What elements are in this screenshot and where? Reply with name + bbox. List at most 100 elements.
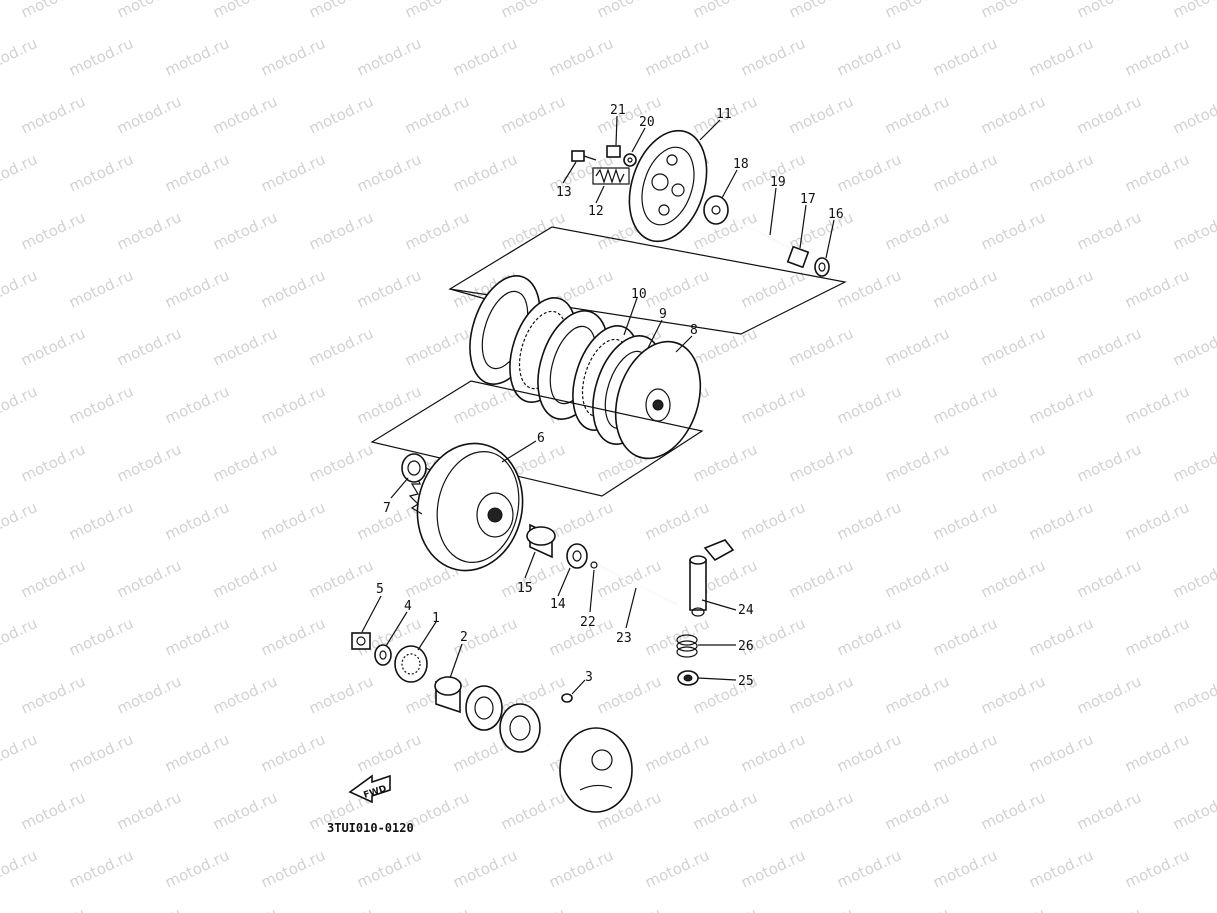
callout-6: 6 bbox=[537, 431, 545, 446]
callout-19: 19 bbox=[770, 175, 786, 190]
watermark-text: motod.ru bbox=[786, 440, 856, 485]
watermark-text: motod.ru bbox=[258, 498, 328, 543]
watermark-text: motod.ru bbox=[1170, 788, 1217, 833]
watermark-text: motod.ru bbox=[882, 92, 952, 137]
watermark-text: motod.ru bbox=[18, 440, 88, 485]
watermark-text: motod.ru bbox=[210, 788, 280, 833]
watermark-text: motod.ru bbox=[210, 208, 280, 253]
watermark-text: motod.ru bbox=[642, 498, 712, 543]
watermark-text: motod.ru bbox=[114, 324, 184, 369]
watermark-text: motod.ru bbox=[0, 382, 40, 427]
watermark-text: motod.ru bbox=[1170, 672, 1217, 717]
watermark-text: motod.ru bbox=[402, 0, 472, 22]
watermark-text: motod.ru bbox=[66, 498, 136, 543]
watermark-text: motod.ru bbox=[354, 730, 424, 775]
watermark-text: motod.ru bbox=[306, 208, 376, 253]
watermark-text: motod.ru bbox=[1026, 498, 1096, 543]
watermark-text: motod.ru bbox=[162, 266, 232, 311]
watermark-text: motod.ru bbox=[786, 672, 856, 717]
watermark-text: motod.ru bbox=[546, 34, 616, 79]
watermark-text: motod.ru bbox=[258, 846, 328, 891]
callout-9: 9 bbox=[659, 307, 667, 322]
watermark-text: motod.ru bbox=[498, 788, 568, 833]
watermark-text: motod.ru bbox=[978, 324, 1048, 369]
crankshaft bbox=[546, 727, 633, 813]
watermark-text: motod.ru bbox=[786, 556, 856, 601]
watermark-text: motod.ru bbox=[1026, 730, 1096, 775]
watermark-text: motod.ru bbox=[1170, 208, 1217, 253]
watermark-text: motod.ru bbox=[690, 904, 760, 913]
watermark-text: motod.ru bbox=[114, 904, 184, 913]
watermark-text: motod.ru bbox=[18, 0, 88, 22]
watermark-text: motod.ru bbox=[930, 266, 1000, 311]
watermark-text: motod.ru bbox=[18, 904, 88, 913]
watermark-text: motod.ru bbox=[1026, 150, 1096, 195]
bolt-13 bbox=[571, 150, 597, 162]
watermark-text: motod.ru bbox=[546, 498, 616, 543]
callout-20: 20 bbox=[639, 115, 655, 130]
bearing-1 bbox=[394, 645, 428, 683]
watermark-text: motod.ru bbox=[1074, 904, 1144, 913]
watermark-text: motod.ru bbox=[0, 614, 40, 659]
watermark-text: motod.ru bbox=[1122, 846, 1192, 891]
watermark-text: motod.ru bbox=[642, 266, 712, 311]
watermark-text: motod.ru bbox=[1026, 382, 1096, 427]
watermark-text: motod.ru bbox=[306, 672, 376, 717]
watermark-text: motod.ru bbox=[738, 730, 808, 775]
watermark-text: motod.ru bbox=[66, 34, 136, 79]
watermark-text: motod.ru bbox=[930, 614, 1000, 659]
collar-2 bbox=[434, 676, 462, 714]
watermark-text: motod.ru bbox=[498, 904, 568, 913]
watermark-text: motod.ru bbox=[354, 382, 424, 427]
watermark-text: motod.ru bbox=[882, 672, 952, 717]
callout-25: 25 bbox=[738, 674, 754, 689]
watermark-text: motod.ru bbox=[978, 556, 1048, 601]
watermark-text: motod.ru bbox=[1074, 92, 1144, 137]
watermark-text: motod.ru bbox=[66, 150, 136, 195]
watermark-text: motod.ru bbox=[1026, 266, 1096, 311]
watermark-text: motod.ru bbox=[498, 0, 568, 22]
callout-22: 22 bbox=[580, 615, 596, 630]
watermark-text: motod.ru bbox=[66, 730, 136, 775]
watermark-text: motod.ru bbox=[498, 556, 568, 601]
watermark-text: motod.ru bbox=[1074, 208, 1144, 253]
callout-24: 24 bbox=[738, 603, 754, 618]
callout-8: 8 bbox=[690, 323, 698, 338]
watermark-text: motod.ru bbox=[18, 208, 88, 253]
watermark-text: motod.ru bbox=[210, 324, 280, 369]
watermark-text: motod.ru bbox=[1122, 34, 1192, 79]
nut-17 bbox=[786, 245, 810, 269]
watermark-text: motod.ru bbox=[1170, 440, 1217, 485]
spring-26 bbox=[676, 634, 698, 658]
watermark-text: motod.ru bbox=[930, 382, 1000, 427]
watermark-text: motod.ru bbox=[1074, 0, 1144, 22]
watermark-text: motod.ru bbox=[450, 34, 520, 79]
friction-plate-10 bbox=[469, 275, 609, 420]
watermark-text: motod.ru bbox=[834, 266, 904, 311]
watermark-text: motod.ru bbox=[594, 672, 664, 717]
callout-5: 5 bbox=[376, 582, 384, 597]
watermark-text: motod.ru bbox=[834, 150, 904, 195]
watermark-text: motod.ru bbox=[978, 0, 1048, 22]
pressure-plate-11 bbox=[628, 129, 708, 243]
watermark-text: motod.ru bbox=[450, 150, 520, 195]
push-rod-19 bbox=[732, 218, 794, 251]
watermark-text: motod.ru bbox=[786, 92, 856, 137]
callout-1: 1 bbox=[432, 611, 440, 626]
callout-21: 21 bbox=[610, 103, 626, 118]
watermark-text: motod.ru bbox=[882, 556, 952, 601]
watermark-text: motod.ru bbox=[786, 208, 856, 253]
watermark-text: motod.ru bbox=[306, 0, 376, 22]
washer-4 bbox=[374, 644, 392, 666]
watermark-text: motod.ru bbox=[306, 324, 376, 369]
watermark-text: motod.ru bbox=[1122, 382, 1192, 427]
watermark-text: motod.ru bbox=[114, 672, 184, 717]
watermark-text: motod.ru bbox=[978, 92, 1048, 137]
watermark-text: motod.ru bbox=[978, 672, 1048, 717]
primary-driven-gear-6 bbox=[408, 442, 524, 572]
watermark-text: motod.ru bbox=[786, 0, 856, 22]
watermark-text: motod.ru bbox=[306, 440, 376, 485]
watermark-text: motod.ru bbox=[66, 614, 136, 659]
watermark-text: motod.ru bbox=[690, 0, 760, 22]
